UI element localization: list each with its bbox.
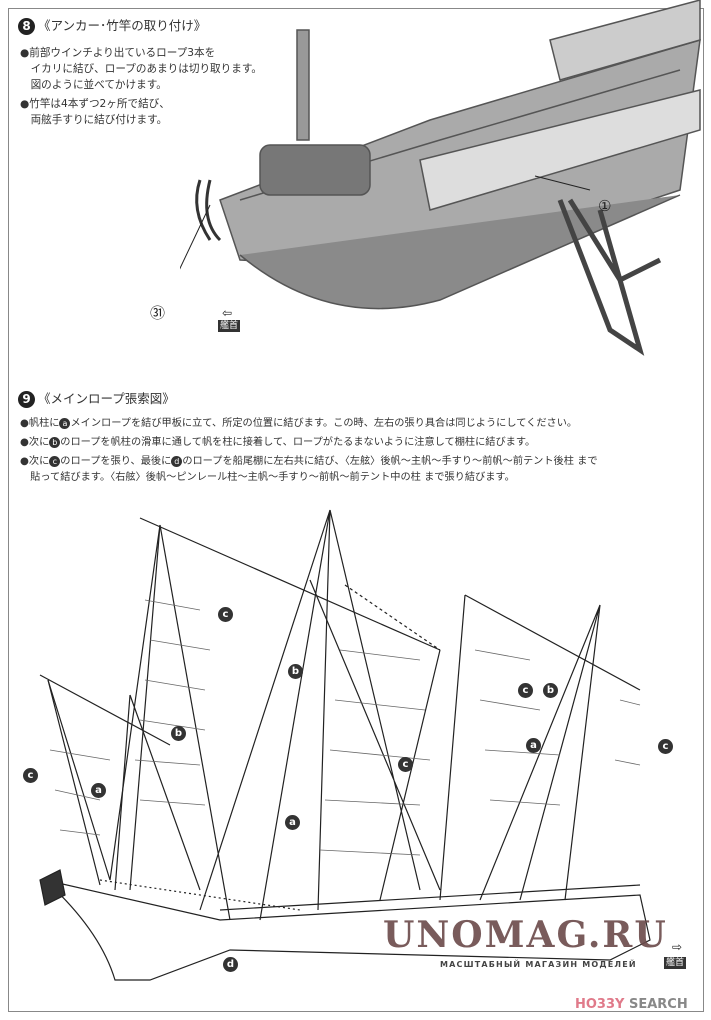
step8-line: 両舷手すりに結び付けます。 — [20, 114, 168, 126]
step9-line: 貼って結びます。〈右舷〉後帆～ピンレール柱～主帆～手すり～前帆～前テント中の柱 … — [20, 472, 515, 483]
bow-arrow-icon: ⇨ — [672, 940, 683, 954]
text: ●次に — [20, 456, 50, 467]
watermark: UNOMAG.RU — [383, 914, 668, 956]
step8-line: イカリに結び、ロープのあまりは切り取ります。 — [20, 63, 262, 75]
text: メインロープを結び甲板に立て、所定の位置に結びます。この時、左右の張り具合は同じ… — [70, 418, 578, 429]
text: ●帆柱に — [20, 418, 60, 429]
label-a: a — [285, 815, 300, 830]
step8-line: ●前部ウインチより出ているロープ3本を — [20, 47, 216, 59]
step8-title-text: 《アンカー･竹竿の取り付け》 — [38, 18, 207, 33]
label-c: c — [518, 683, 533, 698]
bow-arrow-icon: ⇦ — [222, 306, 233, 320]
step8-line: ●竹竿は4本ずつ2ヶ所で結び、 — [20, 98, 170, 110]
step8-number: 8 — [18, 18, 35, 35]
label-d: d — [171, 455, 183, 467]
step8-line: 図のように並べてかけます。 — [20, 79, 167, 91]
bow-label: 艦首 — [664, 957, 687, 969]
part31-callout: ㉛ — [150, 304, 166, 322]
hobbysearch-logo: HO33Y SEARCH — [575, 997, 688, 1012]
label-d: d — [223, 957, 238, 972]
part1-callout: ① — [598, 197, 612, 215]
text: のロープを帆柱の滑車に通して帆を柱に接着して、ロープがたるまないように注意して棚… — [60, 437, 536, 448]
brand-b: SEARCH — [624, 997, 688, 1012]
label-a: a — [91, 783, 106, 798]
brand-a: HO33Y — [575, 997, 625, 1012]
text: ●次に — [20, 437, 50, 448]
label-a: a — [59, 417, 71, 429]
rigging-diagram — [39, 509, 651, 981]
label-b: b — [49, 436, 61, 448]
ship-bow-photo — [180, 0, 701, 356]
label-b: b — [171, 726, 186, 741]
bow-label: 艦首 — [218, 320, 241, 332]
label-c: c — [398, 757, 413, 772]
text: のロープを張り、最後に — [60, 456, 172, 467]
step9-number: 9 — [18, 391, 35, 408]
label-c: c — [658, 739, 673, 754]
label-c: c — [49, 455, 61, 467]
label-c: c — [218, 607, 233, 622]
label-b: b — [543, 683, 558, 698]
label-c: c — [23, 768, 38, 783]
watermark-subtitle: МАСШТАБНЫЙ МАГАЗИН МОДЕЛЕЙ — [440, 960, 637, 969]
text: のロープを船尾棚に左右共に結び、〈左舷〉後帆～主帆～手すり～前帆～前テント後柱 … — [182, 456, 598, 467]
step9-title: 9《メインロープ張索図》 — [18, 388, 175, 408]
step9-title-text: 《メインロープ張索図》 — [38, 391, 175, 406]
step8-title: 8《アンカー･竹竿の取り付け》 — [18, 15, 206, 35]
label-a: a — [526, 738, 541, 753]
label-b: b — [288, 664, 303, 679]
page-frame — [8, 8, 704, 1012]
step8-instructions: ●前部ウインチより出ているロープ3本を イカリに結び、ロープのあまりは切り取りま… — [20, 45, 262, 128]
